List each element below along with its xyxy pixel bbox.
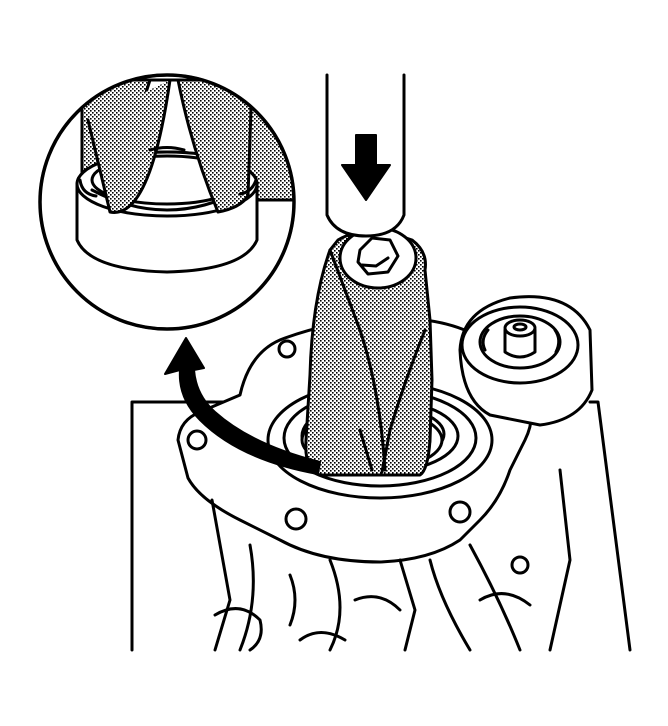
pulley-boss <box>458 295 594 427</box>
down-arrow-icon <box>341 134 391 201</box>
detail-magnifier-circle <box>38 73 296 331</box>
curved-callout-arrow-icon <box>164 337 321 475</box>
seal-installer-tool <box>304 226 434 477</box>
